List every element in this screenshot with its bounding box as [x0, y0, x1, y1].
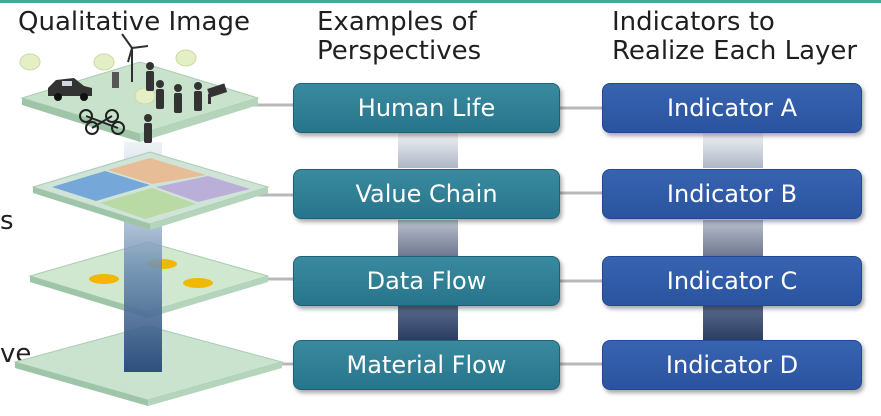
wind-turbine-icon [121, 33, 149, 82]
indicators-header: Indicators to Realize Each Layer [612, 7, 858, 66]
vertical-connector [398, 220, 458, 256]
indicator-box-c: Indicator C [602, 256, 862, 306]
perspectives-header: Examples of Perspectives [317, 7, 482, 66]
person-icon [144, 114, 152, 143]
value-quadrant-green [100, 188, 196, 219]
perspective-box-data-flow: Data Flow [293, 256, 560, 306]
charger-icon [112, 72, 119, 88]
perspective-box-human-life: Human Life [293, 83, 560, 133]
speech-bubble-icon [134, 87, 156, 105]
indicator-box-a: Indicator A [602, 83, 862, 133]
value-quadrant-purple [156, 176, 250, 202]
layer-edge [33, 187, 150, 230]
vertical-connector [703, 306, 763, 341]
value-quadrant-blue [52, 171, 150, 201]
drone-icon [79, 109, 125, 135]
security-camera-icon [207, 83, 228, 104]
person-icon [194, 82, 202, 111]
vertical-connector [398, 306, 458, 341]
perspective-box-value-chain: Value Chain [293, 169, 560, 219]
layer-edge [140, 98, 258, 142]
qualitative-image-header: Qualitative Image [18, 7, 250, 37]
vertical-connector [398, 133, 458, 168]
layer-edge [148, 362, 282, 406]
person-icon [174, 84, 182, 113]
top-accent-rule [0, 0, 881, 3]
cut-off-text-fragment: s [0, 206, 14, 236]
perspective-box-material-flow: Material Flow [293, 340, 560, 390]
indicator-box-b: Indicator B [602, 169, 862, 219]
layer-edge [15, 362, 148, 406]
speech-bubble-icon [93, 53, 115, 71]
data-dot-icon [183, 278, 213, 288]
person-icon [146, 62, 154, 91]
person-icon [156, 80, 164, 109]
speech-bubble-icon [19, 53, 41, 71]
layer-edge [148, 276, 268, 318]
layer-edge [150, 187, 268, 230]
value-quadrant-orange [108, 158, 206, 184]
speech-bubble-icon [175, 49, 197, 67]
indicator-box-d: Indicator D [602, 340, 862, 390]
vertical-connector [703, 133, 763, 168]
car-icon [48, 78, 92, 101]
layer-edge [30, 276, 148, 318]
vertical-connector [703, 220, 763, 256]
data-dot-icon [89, 274, 119, 284]
